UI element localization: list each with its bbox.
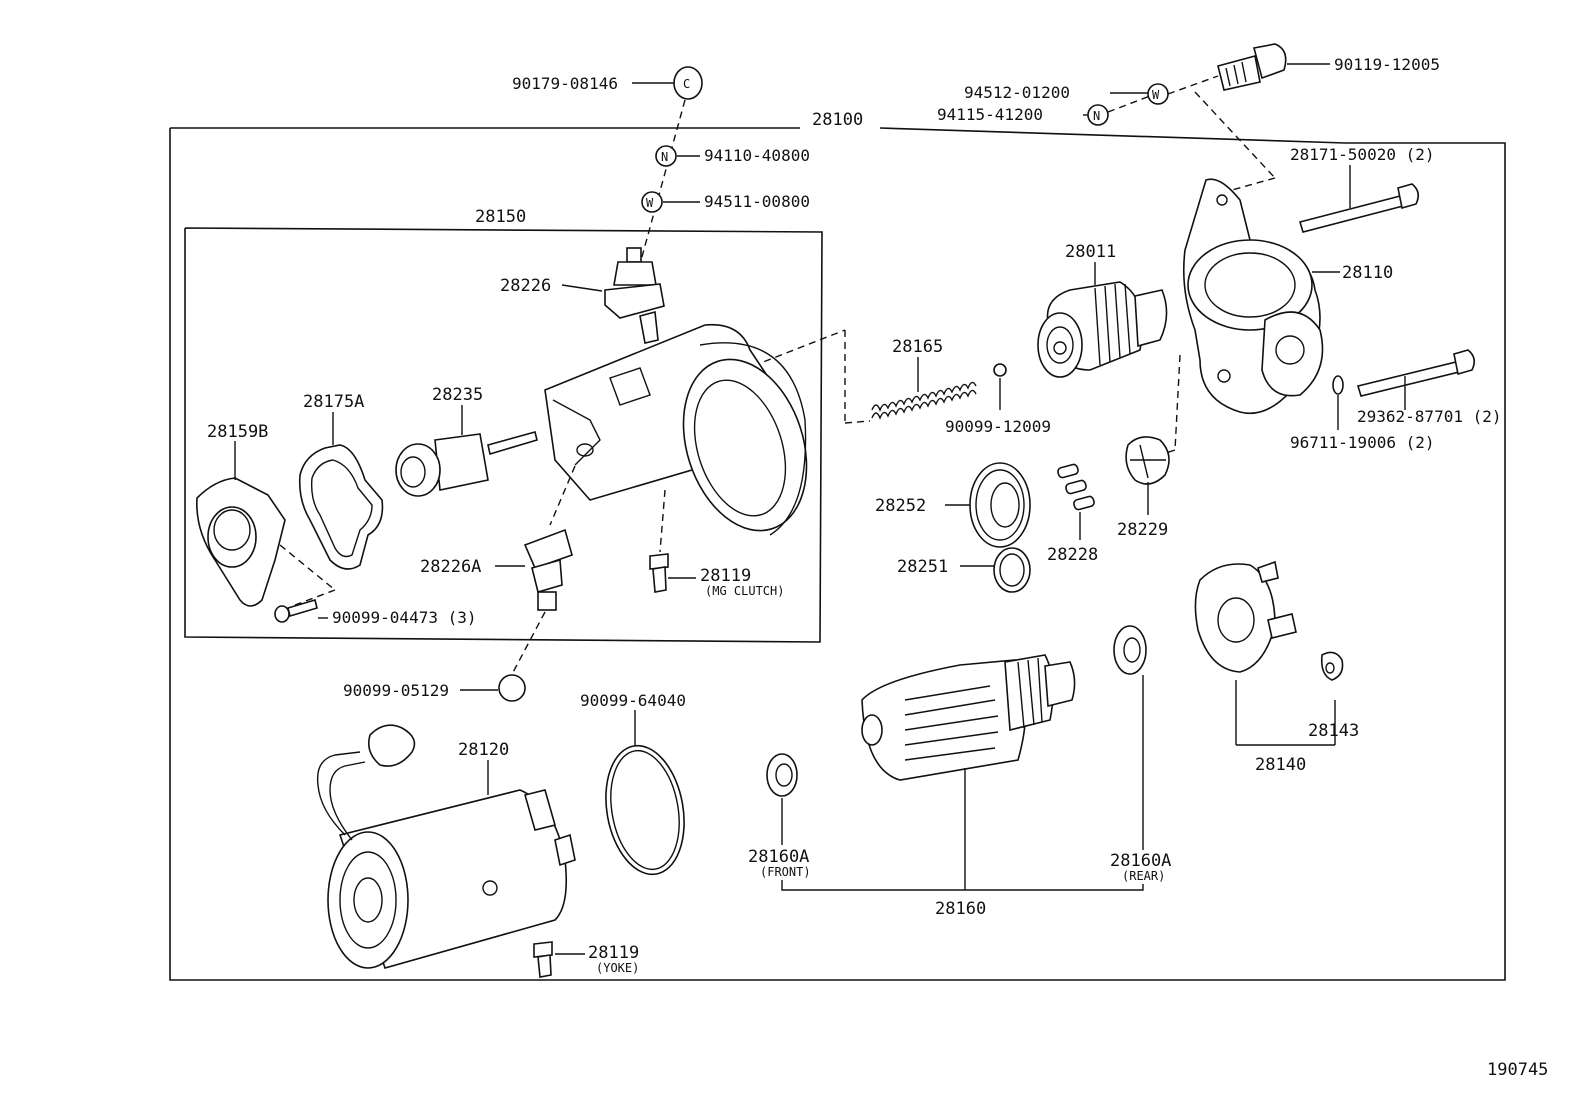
label-28226A: 28226A: [420, 557, 481, 577]
label-28235: 28235: [432, 385, 483, 405]
gear-28251: 28251: [897, 547, 1031, 593]
cover-28159B: 28159B: [196, 422, 286, 607]
housing-28110: 28110: [1183, 178, 1393, 414]
label-90099-05129: 90099-05129: [343, 681, 449, 700]
label-28160: 28160: [935, 899, 986, 919]
clutch-28011: 28011: [1037, 242, 1168, 378]
label-28160A-rear-sub: (REAR): [1122, 869, 1165, 883]
armature-28160: 28160: [861, 654, 1076, 919]
gasket-28175A: 28175A: [298, 392, 384, 570]
subassembly-frame-28150: 28150: [184, 207, 823, 643]
oring-90099-64040: 90099-64040: [580, 691, 686, 876]
label-28175A: 28175A: [303, 392, 364, 412]
bracket-28160: [781, 880, 1144, 891]
label-28150: 28150: [475, 207, 526, 227]
nut-94115-41200: 94115-41200 N: [937, 104, 1109, 126]
nut-symbol-icon: N: [661, 150, 668, 164]
label-94115-41200: 94115-41200: [937, 105, 1043, 124]
label-28171-50020: 28171-50020 (2): [1290, 145, 1435, 164]
label-28226: 28226: [500, 276, 551, 296]
ball-90099-12009: 90099-12009: [945, 363, 1051, 436]
switch-housing: [544, 323, 808, 536]
label-28119-mg: 28119: [700, 566, 751, 586]
retainer-28229: 28229: [1117, 436, 1170, 540]
washer-symbol-icon-2: W: [1152, 88, 1160, 102]
assembly-frame-28100: 28100: [169, 110, 1506, 981]
bolt-90119-12005: 90119-12005: [1217, 43, 1440, 91]
nut-symbol-icon-2: N: [1093, 109, 1100, 123]
washer-94512-01200: 94512-01200 W: [964, 83, 1169, 105]
nut-90099-05129: 90099-05129: [343, 674, 526, 702]
dashed-bolt-axis-2: [1231, 177, 1276, 191]
label-29362-87701: 29362-87701 (2): [1357, 407, 1502, 426]
label-28251: 28251: [897, 557, 948, 577]
dashed-link-nut-washer: [1107, 95, 1151, 113]
cap-symbol-icon: C: [683, 77, 690, 91]
brush-holder-28140: 28140: [1194, 560, 1336, 775]
label-28119-mg-sub: (MG CLUTCH): [705, 584, 784, 598]
bearing-28160A-front: 28160A (FRONT): [748, 753, 811, 879]
label-28110: 28110: [1342, 263, 1393, 283]
pin-28119-yoke: 28119 (YOKE): [533, 941, 639, 978]
label-94511-00800: 94511-00800: [704, 192, 810, 211]
label-90099-64040: 90099-64040: [580, 691, 686, 710]
yoke-28120: 28120: [316, 724, 576, 969]
terminal-28226A: 28226A: [420, 528, 573, 611]
label-28100: 28100: [812, 110, 863, 130]
label-96711-19006: 96711-19006 (2): [1290, 433, 1435, 452]
bolt-28171-50020: 28171-50020 (2): [1290, 145, 1435, 233]
label-28120: 28120: [458, 740, 509, 760]
label-94110-40800: 94110-40800: [704, 146, 810, 165]
label-28159B: 28159B: [207, 422, 268, 442]
nut-94110-40800: N 94110-40800: [655, 145, 810, 167]
dashed-28226A-axis: [549, 465, 576, 526]
brush-28143: 28143: [1308, 651, 1359, 741]
cap-90179-08146: C 90179-08146: [512, 66, 703, 100]
label-28011: 28011: [1065, 242, 1116, 262]
bearing-28160A-rear: 28160A (REAR): [1110, 625, 1171, 883]
dashed-housing-axis: [1174, 354, 1181, 451]
terminal-28226: 28226: [500, 247, 665, 344]
dashed-spring-axis: [752, 329, 846, 367]
label-90099-04473: 90099-04473 (3): [332, 608, 477, 627]
label-90119-12005: 90119-12005: [1334, 55, 1440, 74]
label-28119-yoke-sub: (YOKE): [596, 961, 639, 975]
dashed-bolt-axis: [1194, 91, 1276, 179]
washer-symbol-icon: W: [646, 196, 654, 210]
plunger-28235: 28235: [395, 385, 538, 497]
spring-28165: 28165: [871, 337, 977, 420]
dashed-link-washer-bolt: [1167, 75, 1219, 95]
gear-28252: 28252: [875, 462, 1031, 548]
dashed-axis-top: [639, 99, 686, 265]
label-90099-12009: 90099-12009: [945, 417, 1051, 436]
label-28165: 28165: [892, 337, 943, 357]
dashed-spring-axis-3: [844, 420, 871, 424]
rollers-28228: 28228: [1047, 463, 1098, 565]
label-28119-yoke: 28119: [588, 943, 639, 963]
label-94512-01200: 94512-01200: [964, 83, 1070, 102]
label-28228: 28228: [1047, 545, 1098, 565]
dashed-28226A-axis-2: [509, 611, 546, 679]
washer-94511-00800: W 94511-00800: [641, 191, 810, 213]
label-28143: 28143: [1308, 721, 1359, 741]
label-28252: 28252: [875, 496, 926, 516]
label-28160A-front: 28160A: [748, 847, 809, 867]
label-28160A-rear: 28160A: [1110, 851, 1171, 871]
washer-96711-19006: 96711-19006 (2): [1290, 375, 1435, 452]
label-28140: 28140: [1255, 755, 1306, 775]
label-28160A-front-sub: (FRONT): [760, 865, 811, 879]
diagram-id: 190745: [1487, 1060, 1548, 1080]
label-28229: 28229: [1117, 520, 1168, 540]
bolt-29362-87701: 29362-87701 (2): [1356, 349, 1502, 426]
pin-28119-mg: 28119 (MG CLUTCH): [649, 489, 784, 598]
screw-90099-04473: 90099-04473 (3): [274, 598, 477, 627]
label-90179-08146: 90179-08146: [512, 74, 618, 93]
